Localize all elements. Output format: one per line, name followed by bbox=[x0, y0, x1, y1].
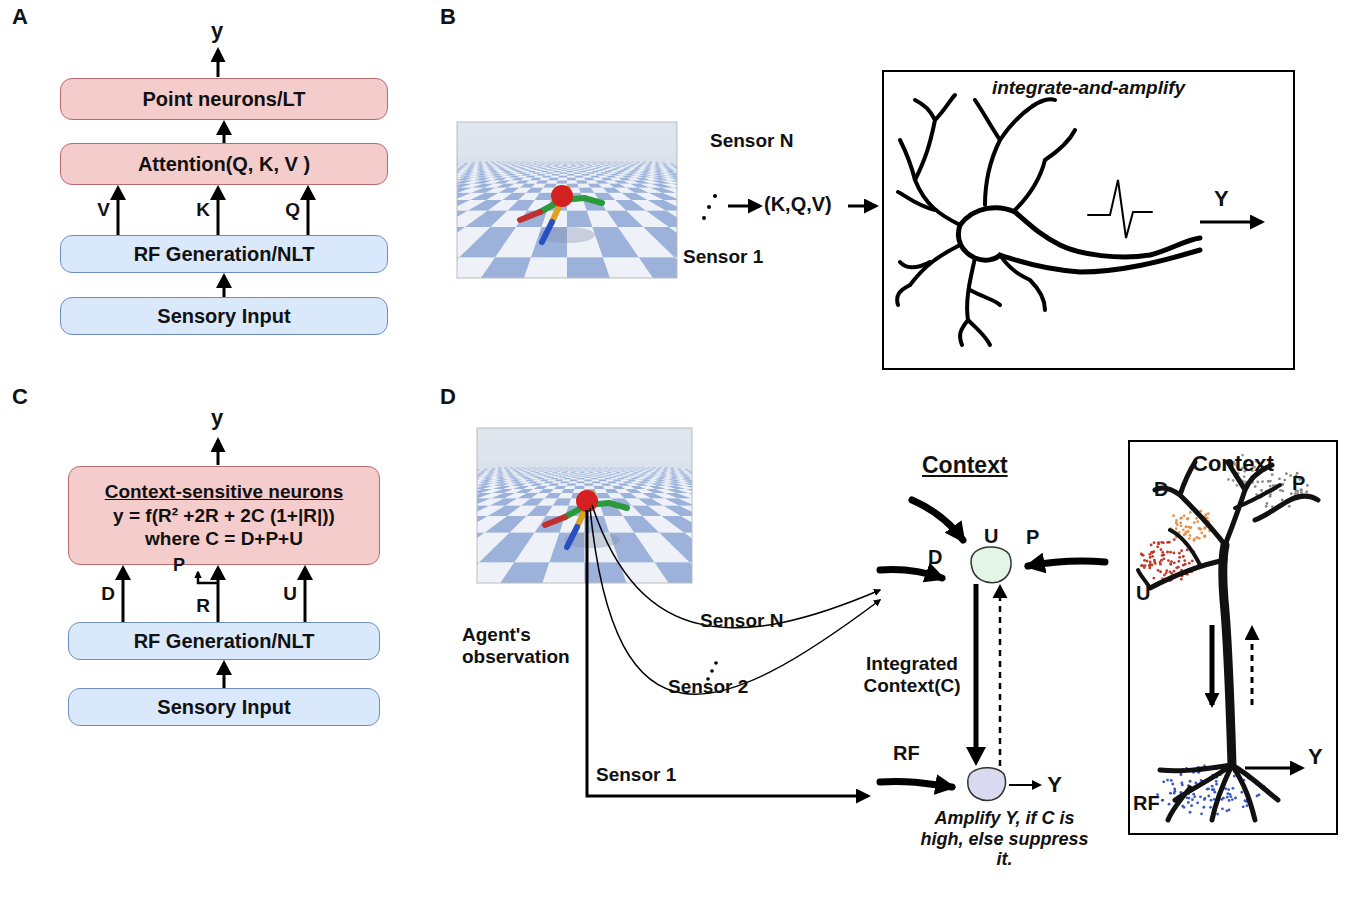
sensor-line bbox=[590, 508, 880, 694]
simulation-scene bbox=[0, 428, 1370, 633]
sensor-line bbox=[587, 510, 868, 796]
edge-label: Q bbox=[285, 199, 300, 221]
callout-letter: D bbox=[1154, 478, 1168, 501]
synapse-dots bbox=[1140, 454, 1309, 816]
process-box: Attention(Q, K, V ) bbox=[60, 143, 388, 185]
annotation: Sensor 1 bbox=[683, 246, 763, 268]
connector-arrow bbox=[110, 185, 126, 235]
connector-arrow bbox=[216, 120, 232, 143]
process-box: Point neurons/LT bbox=[60, 78, 388, 120]
annotation: Context bbox=[922, 452, 1008, 478]
connector-arrow bbox=[966, 584, 986, 766]
box-title: RF Generation/NLT bbox=[134, 629, 315, 654]
box-title: Context bbox=[1192, 450, 1274, 478]
edge-label: K bbox=[196, 199, 210, 221]
panel-frame: integrate-and-amplify bbox=[882, 70, 1295, 370]
box-title: Sensory Input bbox=[157, 304, 290, 329]
callout-letter: y bbox=[211, 18, 223, 43]
edge-label: U bbox=[283, 583, 297, 605]
edge-label: Integrated Context(C) bbox=[856, 653, 968, 697]
connector-arrow bbox=[297, 565, 313, 622]
output-arrow bbox=[217, 50, 220, 77]
input-arrow bbox=[848, 205, 876, 208]
output-arrow bbox=[1009, 784, 1040, 786]
callout-letter: A bbox=[12, 4, 28, 29]
callout-letter: C bbox=[12, 384, 28, 409]
equation-line: where C = D+P+U bbox=[145, 527, 303, 551]
process-box: Context-sensitive neuronsy = f(R² +2R + … bbox=[68, 466, 380, 565]
callout-letter: U bbox=[1136, 582, 1150, 605]
input-arrow bbox=[728, 205, 760, 208]
annotation: RF bbox=[1133, 792, 1160, 815]
box-title: Sensory Input bbox=[157, 695, 290, 720]
output-arrow bbox=[217, 440, 220, 465]
callout-letter: P bbox=[1292, 472, 1305, 495]
process-box: RF Generation/NLT bbox=[68, 622, 380, 660]
callout-letter: Y bbox=[1214, 186, 1229, 211]
box-title: U bbox=[974, 524, 998, 549]
output-arrow bbox=[1200, 221, 1262, 224]
sensor-line bbox=[592, 505, 880, 628]
connector-arrow bbox=[300, 185, 316, 235]
ellipsis-dots bbox=[702, 194, 717, 220]
apical-blob bbox=[971, 547, 1011, 583]
process-box: Sensory Input bbox=[60, 297, 388, 335]
soma-blob bbox=[968, 768, 1006, 801]
annotation: Sensor N bbox=[700, 610, 783, 632]
box-title: Attention(Q, K, V ) bbox=[138, 152, 310, 177]
edge-label: D bbox=[101, 583, 115, 605]
callout-letter: P bbox=[1026, 526, 1039, 549]
connector-arrow bbox=[210, 565, 226, 622]
callout-letter: B bbox=[440, 4, 456, 29]
connector-arrow bbox=[216, 273, 232, 297]
box-title: integrate-and-amplify bbox=[992, 76, 1185, 100]
connector-arrow bbox=[210, 185, 226, 235]
process-box: Sensory Input bbox=[68, 688, 380, 726]
process-box: RF Generation/NLT bbox=[60, 235, 388, 273]
callout-letter: P bbox=[173, 555, 185, 576]
pyramidal-neuron bbox=[1138, 462, 1318, 820]
annotation: Sensor 1 bbox=[596, 764, 676, 786]
callout-letter: D bbox=[928, 546, 942, 569]
feedback-arrow bbox=[1251, 628, 1254, 705]
output-arrow bbox=[1245, 767, 1302, 770]
box-title: Context-sensitive neurons bbox=[105, 480, 344, 504]
box-title: Y bbox=[1047, 771, 1062, 799]
callout-letter: y bbox=[211, 405, 223, 430]
connector-arrow bbox=[115, 565, 131, 622]
edge-label: V bbox=[97, 199, 110, 221]
neuron-compartment: U bbox=[966, 520, 1014, 584]
annotation: Agent's observation bbox=[462, 624, 592, 668]
callout-letter: D bbox=[440, 384, 456, 409]
annotation: Sensor 2 bbox=[668, 676, 748, 698]
box-title: RF Generation/NLT bbox=[134, 242, 315, 267]
equation-line: y = f(R² +2R + 2C (1+|R|)) bbox=[113, 504, 335, 528]
annotation: (K,Q,V) bbox=[764, 193, 832, 216]
annotation: RF bbox=[893, 742, 920, 765]
connector-arrow bbox=[993, 584, 1008, 766]
edge-label: R bbox=[196, 595, 210, 617]
box-title: Point neurons/LT bbox=[143, 87, 306, 112]
neuron-drawing bbox=[897, 95, 1200, 345]
annotation: Amplify Y, if C is high, else suppress i… bbox=[912, 808, 1097, 870]
annotation: Sensor N bbox=[710, 130, 793, 152]
neuron-compartment: Y bbox=[966, 766, 1070, 804]
connector-arrow bbox=[216, 660, 232, 688]
context-arrow bbox=[1210, 625, 1215, 705]
input-wedge bbox=[880, 500, 1105, 787]
callout-letter: Y bbox=[1308, 744, 1323, 769]
